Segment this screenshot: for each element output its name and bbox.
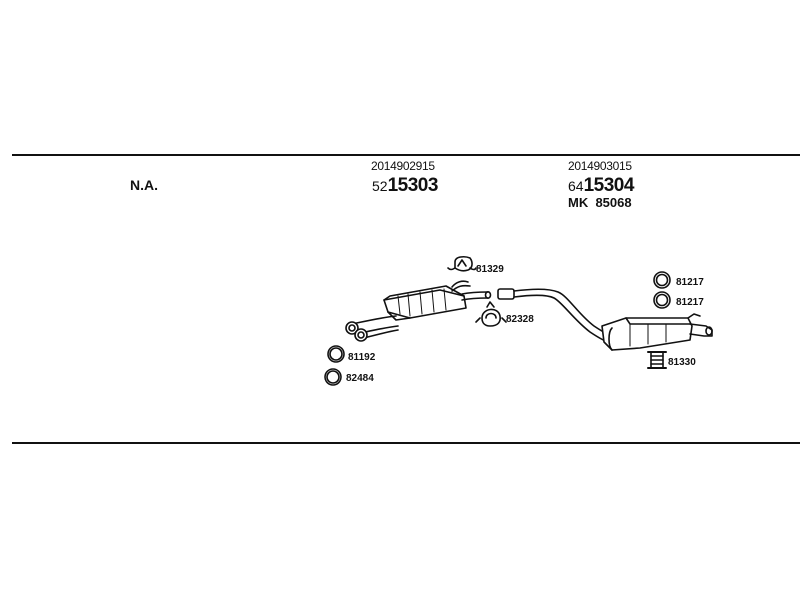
front-downpipe — [345, 315, 399, 342]
mounting-kit-main: 85068 — [595, 195, 632, 210]
top-divider — [12, 154, 800, 156]
rubber-mount-icon — [647, 351, 667, 369]
front-part-main: 15303 — [387, 175, 439, 196]
ref-clamp-mid: 82328 — [506, 314, 534, 325]
ref-rubber-mount: 81330 — [668, 357, 696, 368]
rear-part-number: 6415304 — [568, 176, 634, 195]
front-muffler — [383, 285, 467, 321]
mounting-kit-prefix: MK — [568, 195, 589, 210]
hanger-icon — [447, 256, 477, 272]
rear-oe-number: 2014903015 — [568, 159, 632, 173]
rear-muffler — [601, 317, 693, 351]
bottom-divider — [12, 442, 800, 444]
rear-part-prefix: 64 — [568, 178, 584, 194]
rear-tailpipe — [687, 313, 713, 337]
rear-intermediate-pipe — [497, 288, 613, 343]
ring-icon-a — [327, 345, 345, 363]
ring-icon-b — [324, 368, 342, 386]
ref-ring-c: 81217 — [676, 277, 704, 288]
mounting-kit-number: MK 85068 — [568, 196, 632, 209]
vehicle-note: N.A. — [130, 177, 158, 193]
ring-icon-d — [653, 291, 671, 309]
ref-ring-d: 81217 — [676, 297, 704, 308]
ref-hanger-top: 81329 — [476, 264, 504, 275]
rear-part-main: 15304 — [583, 175, 635, 196]
front-part-number: 5215303 — [372, 176, 438, 195]
front-oe-number: 2014902915 — [371, 159, 435, 173]
ring-icon-c — [653, 271, 671, 289]
front-part-prefix: 52 — [372, 178, 388, 194]
clamp-icon — [475, 301, 507, 327]
ref-ring-a: 81192 — [348, 352, 376, 363]
front-outlet-pipe — [451, 280, 492, 301]
ref-ring-b: 82484 — [346, 373, 374, 384]
